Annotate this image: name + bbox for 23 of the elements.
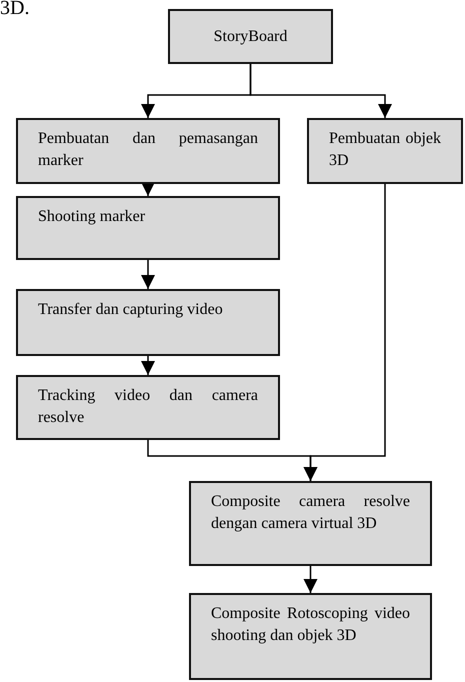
process-box <box>16 375 280 440</box>
process-box <box>16 196 280 260</box>
box-label: Composite Rotoscoping video shooting dan objek 3D <box>211 604 410 646</box>
arrow <box>304 566 318 593</box>
arrow <box>141 182 155 196</box>
arrow <box>141 260 155 289</box>
box-label: StoryBoard <box>214 26 288 46</box>
process-box <box>16 289 280 356</box>
process-box <box>189 481 432 566</box>
box-label: Pembuatan dan pemasangan marker <box>38 129 258 171</box>
box-label: Shooting marker <box>38 207 146 227</box>
text-fragment: 3D. <box>0 0 30 21</box>
box-label: Transfer dan capturing video <box>38 300 224 320</box>
box-label: Tracking video dan camera resolve <box>38 386 258 428</box>
arrow <box>304 184 386 481</box>
process-box <box>307 118 463 184</box>
process-box <box>16 118 280 184</box>
box-label: Pembuatan objek 3D <box>329 129 441 171</box>
arrow <box>141 356 155 375</box>
process-box <box>168 9 333 64</box>
box-label: Composite camera resolve dengan camera virtual 3D <box>211 492 410 534</box>
arrow <box>250 64 392 118</box>
process-box <box>189 593 432 680</box>
